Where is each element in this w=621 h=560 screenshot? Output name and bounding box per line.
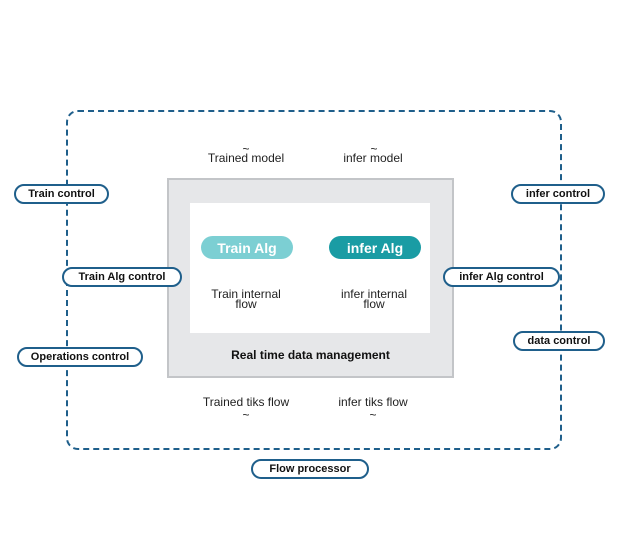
infer-internal-flow-label: infer internal flow: [324, 287, 424, 311]
infer-model-tilde: ~: [370, 142, 378, 156]
infer-tiks-flow-label: infer tiks flow: [338, 395, 408, 409]
algorithm-area: [190, 203, 430, 333]
trained-model-tilde: ~: [242, 142, 250, 156]
train-control-pill[interactable]: Train control: [14, 184, 109, 204]
trained-model-label: Trained model: [207, 151, 285, 165]
train-internal-flow-line1: Train internal: [211, 287, 281, 301]
real-time-data-management-caption: Real time data management: [231, 348, 390, 362]
infer-alg-control-pill[interactable]: infer Alg control: [443, 267, 560, 287]
train-alg-node[interactable]: Train Alg: [201, 236, 293, 259]
data-control-pill[interactable]: data control: [513, 331, 605, 351]
train-internal-flow-line2: flow: [235, 297, 257, 311]
infer-internal-flow-line2: flow: [363, 297, 385, 311]
infer-internal-flow-line1: infer internal: [340, 287, 408, 301]
infer-control-pill[interactable]: infer control: [511, 184, 605, 204]
infer-tiks-flow-tilde: ~: [369, 408, 377, 422]
train-internal-flow-label: Train internal flow: [196, 287, 296, 311]
trained-tiks-flow-label: Trained tiks flow: [202, 395, 290, 409]
trained-tiks-flow-tilde: ~: [242, 408, 250, 422]
infer-model-label: infer model: [343, 151, 403, 165]
infer-alg-node[interactable]: infer Alg: [329, 236, 421, 259]
flow-processor-pill[interactable]: Flow processor: [251, 459, 369, 479]
operations-control-pill[interactable]: Operations control: [17, 347, 143, 367]
train-alg-control-pill[interactable]: Train Alg control: [62, 267, 182, 287]
